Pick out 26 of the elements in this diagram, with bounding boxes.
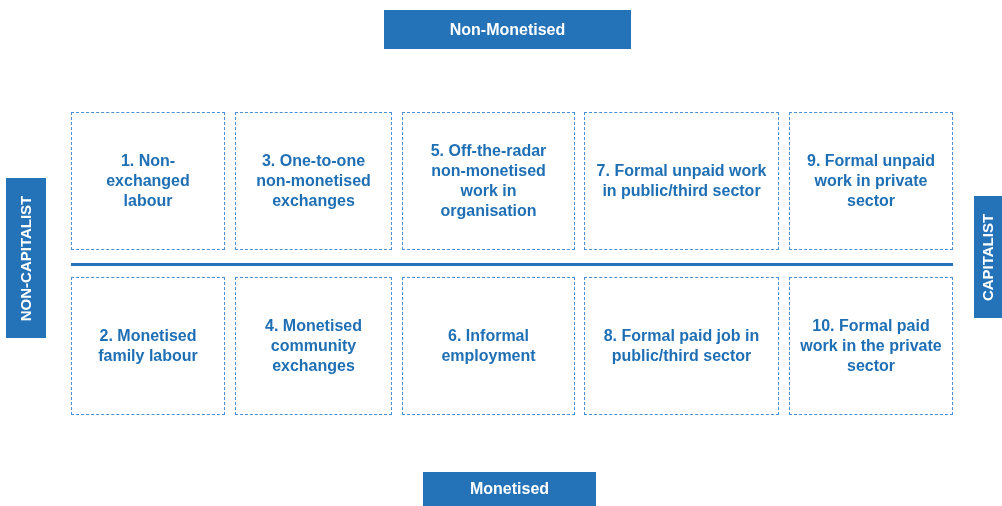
category-label: 5. Off-the-radar non-monetised work in organisation bbox=[429, 141, 548, 221]
category-box bbox=[402, 277, 575, 415]
category-box bbox=[71, 112, 225, 250]
category-box bbox=[584, 112, 779, 250]
axis-label: CAPITALIST bbox=[979, 213, 997, 301]
category-box bbox=[235, 277, 392, 415]
category-label: 9. Formal unpaid work in private sector bbox=[806, 151, 936, 211]
category-label: 8. Formal paid job in public/third sector bbox=[602, 326, 761, 366]
category-label: 6. Informal employment bbox=[440, 326, 537, 366]
category-box bbox=[235, 112, 392, 250]
axis-label: Non-Monetised bbox=[384, 10, 631, 49]
category-box bbox=[789, 277, 953, 415]
category-box bbox=[789, 112, 953, 250]
category-box bbox=[71, 277, 225, 415]
axis-label: Monetised bbox=[423, 472, 596, 506]
category-box bbox=[402, 112, 575, 250]
category-label: 10. Formal paid work in the private sector bbox=[800, 316, 942, 376]
axis-label: NON-CAPITALIST bbox=[17, 195, 35, 321]
axis-band bbox=[6, 178, 46, 338]
category-box bbox=[584, 277, 779, 415]
category-label: 1. Non-exchanged labour bbox=[105, 151, 191, 211]
axis-band bbox=[974, 196, 1002, 318]
category-label: 4. Monetised community exchanges bbox=[264, 316, 363, 376]
category-label: 3. One-to-one non-monetised exchanges bbox=[255, 151, 372, 211]
category-label: 2. Monetised family labour bbox=[97, 326, 199, 366]
category-label: 7. Formal unpaid work in public/third sector bbox=[595, 161, 768, 201]
